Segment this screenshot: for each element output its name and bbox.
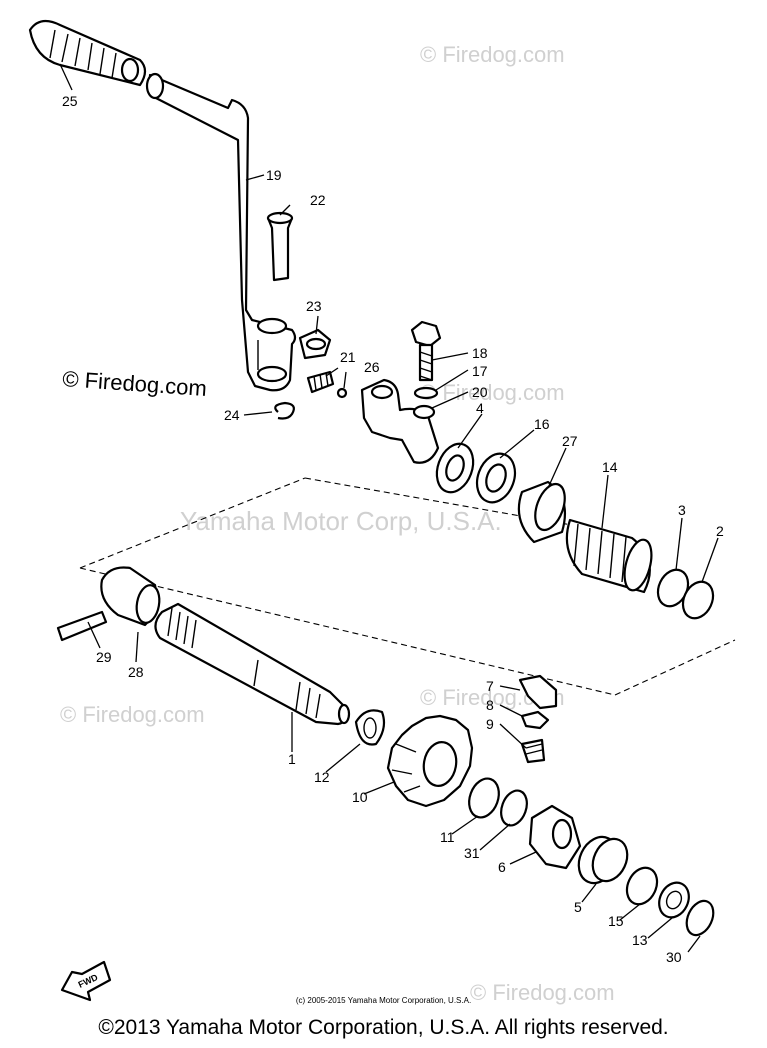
part-number-15: 15: [608, 913, 624, 929]
part-number-13: 13: [632, 932, 648, 948]
part-number-22: 22: [310, 192, 326, 208]
kick-grip: [28, 19, 147, 87]
part-number-26: 26: [364, 359, 380, 375]
part-number-5: 5: [574, 899, 582, 915]
part-number-24: 24: [224, 407, 240, 423]
part-number-27: 27: [562, 433, 578, 449]
part-number-25: 25: [62, 93, 78, 109]
part-number-21: 21: [340, 349, 356, 365]
part-number-18: 18: [472, 345, 488, 361]
part-number-8: 8: [486, 697, 494, 713]
stopper-bolt-and-lever: [360, 320, 442, 464]
part-number-3: 3: [678, 502, 686, 518]
copyright-main: ©2013 Yamaha Motor Corporation, U.S.A. A…: [98, 1016, 669, 1039]
assembly-outline: [79, 477, 736, 696]
part-number-9: 9: [486, 716, 494, 732]
leader-lines: [59, 63, 719, 953]
pivot-pin: [266, 211, 294, 282]
part-number-23: 23: [306, 298, 322, 314]
part-number-12: 12: [314, 769, 330, 785]
part-number-14: 14: [602, 459, 618, 475]
part-number-19: 19: [266, 167, 282, 183]
watermark-firedog-right-top: © Firedog.com: [420, 42, 565, 67]
part-number-6: 6: [498, 859, 506, 875]
copyright-small: (c) 2005-2015 Yamaha Motor Corporation, …: [295, 996, 472, 1005]
part-numbers: 25 19 22 23 18 21 26 17 20 4 24 16 27 14…: [62, 93, 724, 965]
part-number-4: 4: [476, 400, 484, 416]
watermark-firedog-bottom: © Firedog.com: [470, 980, 615, 1005]
part-number-7: 7: [486, 678, 494, 694]
part-number-20: 20: [472, 384, 488, 400]
ratchet-and-guide: [518, 674, 715, 937]
part-number-28: 28: [128, 664, 144, 680]
part-number-2: 2: [716, 523, 724, 539]
watermark-firedog-mid-right: © Firedog.com: [420, 380, 565, 405]
part-number-17: 17: [472, 363, 488, 379]
shaft-collar-and-pin: [56, 566, 161, 642]
kick-shaft: [154, 602, 351, 726]
watermark-yamaha-center: Yamaha Motor Corp, U.S.A.: [180, 506, 502, 536]
spring-stack: [435, 442, 715, 620]
part-number-16: 16: [534, 416, 550, 432]
fwd-arrow-icon: FWD: [60, 960, 112, 1002]
part-number-31: 31: [464, 845, 480, 861]
part-number-29: 29: [96, 649, 112, 665]
kick-lever: [145, 72, 297, 392]
kick-gear-set: [354, 709, 528, 827]
part-number-1: 1: [288, 751, 296, 767]
watermark-firedog-left-low: © Firedog.com: [60, 702, 205, 727]
part-number-30: 30: [666, 949, 682, 965]
watermark-firedog-left: © Firedog.com: [62, 366, 208, 401]
part-number-10: 10: [352, 789, 368, 805]
part-number-11: 11: [440, 829, 455, 845]
